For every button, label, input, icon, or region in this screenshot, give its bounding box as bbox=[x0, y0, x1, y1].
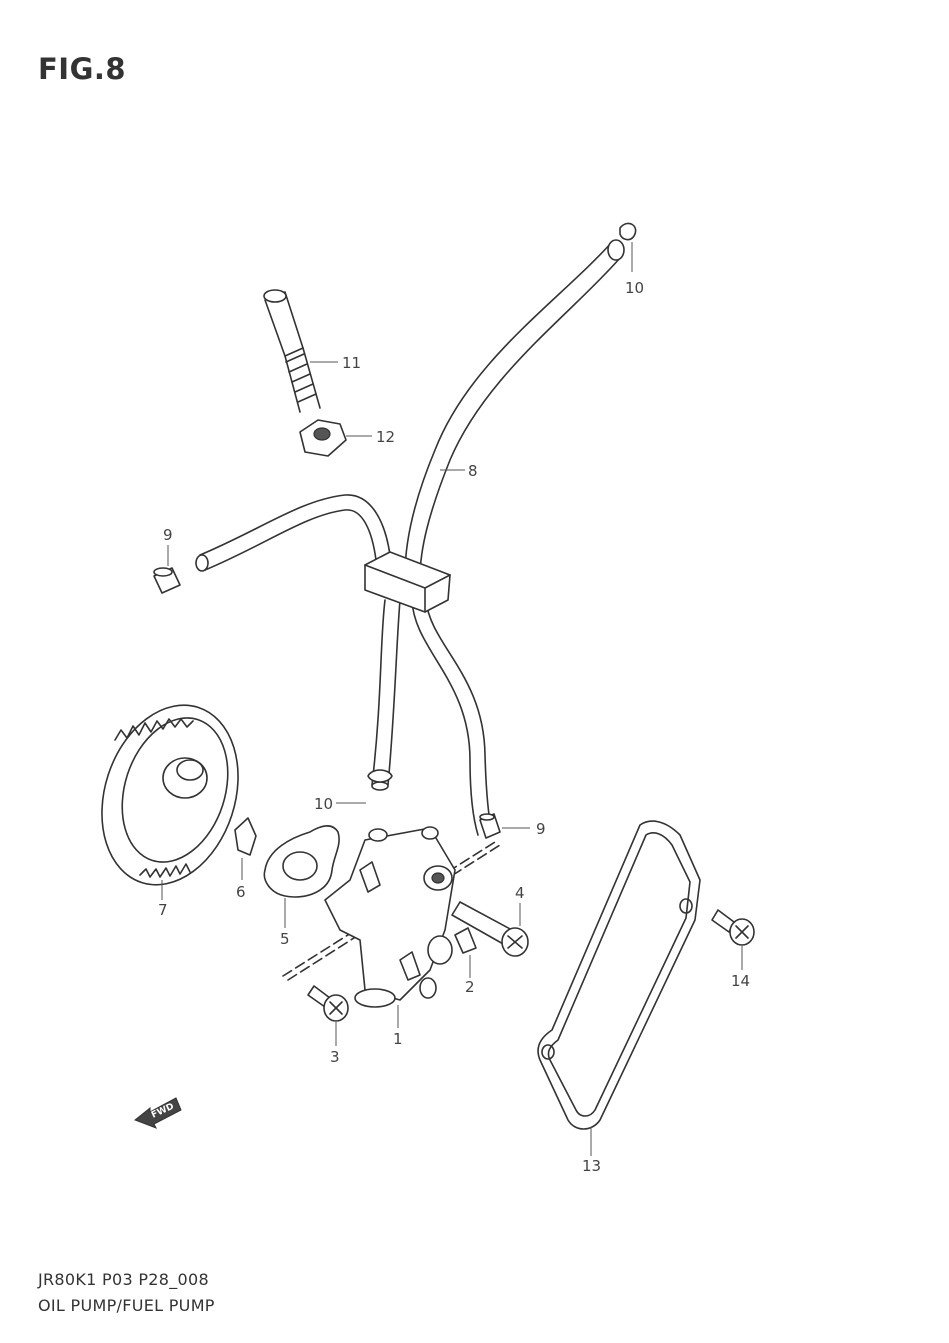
callout-13: 13 bbox=[582, 1157, 601, 1175]
hose-clip-part-10-mid bbox=[336, 769, 393, 804]
adjuster-bolt-part-11 bbox=[263, 289, 338, 413]
oil-pump-part-1 bbox=[282, 826, 501, 1028]
callout-11: 11 bbox=[342, 354, 361, 372]
forward-direction-arrow: FWD bbox=[134, 1097, 182, 1129]
callout-8: 8 bbox=[468, 462, 478, 480]
plug-part-2 bbox=[454, 927, 477, 978]
gasket-part-5 bbox=[263, 825, 340, 928]
diagram-name: OIL PUMP/FUEL PUMP bbox=[38, 1296, 215, 1315]
callout-4: 4 bbox=[515, 884, 525, 902]
diagram-code: JR80K1 P03 P28_008 bbox=[38, 1270, 209, 1289]
hose-joint-part-9-left bbox=[153, 545, 181, 594]
cover-gasket-part-13 bbox=[537, 820, 701, 1156]
callout-12: 12 bbox=[376, 428, 395, 446]
callout-5: 5 bbox=[280, 930, 290, 948]
screw-part-3 bbox=[307, 985, 349, 1046]
hose-clip-part-10-top bbox=[619, 222, 637, 272]
callout-3: 3 bbox=[330, 1048, 340, 1066]
callout-14: 14 bbox=[731, 972, 750, 990]
callout-10-mid: 10 bbox=[314, 795, 333, 813]
bracket-part-6 bbox=[234, 817, 257, 880]
figure-title: FIG.8 bbox=[38, 52, 127, 86]
callout-10-top: 10 bbox=[625, 279, 644, 297]
callout-2: 2 bbox=[465, 978, 475, 996]
oil-hose-part-8 bbox=[195, 239, 625, 836]
callout-7: 7 bbox=[158, 901, 168, 919]
hose-joint-part-9-right bbox=[479, 813, 530, 839]
callout-9-left: 9 bbox=[163, 526, 173, 544]
callout-6: 6 bbox=[236, 883, 246, 901]
callout-9-right: 9 bbox=[536, 820, 546, 838]
callout-1: 1 bbox=[393, 1030, 403, 1048]
screw-part-4 bbox=[451, 901, 529, 957]
nut-part-12 bbox=[299, 419, 372, 457]
drive-gear-part-7 bbox=[101, 704, 239, 900]
screw-part-14 bbox=[711, 909, 755, 970]
